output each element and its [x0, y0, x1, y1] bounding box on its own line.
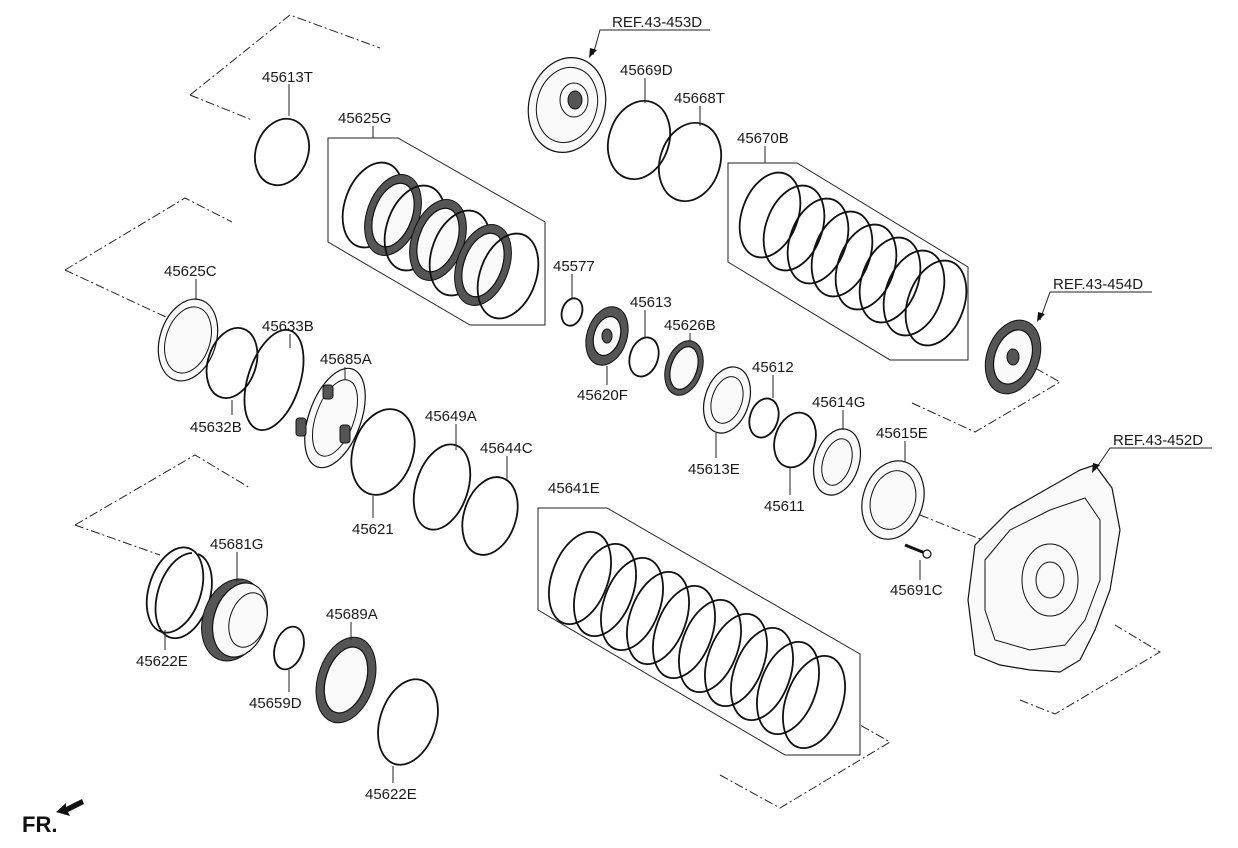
- label-45615E: 45615E: [876, 425, 928, 442]
- label-45649A: 45649A: [425, 408, 477, 425]
- part-45691C-bolt: [904, 543, 932, 559]
- part-45577: [560, 297, 584, 327]
- label-45612: 45612: [752, 359, 794, 376]
- label-45625G: 45625G: [338, 110, 391, 127]
- front-direction-indicator: FR.: [22, 799, 84, 837]
- part-45613E: [702, 366, 752, 434]
- label-45622E-upper: 45622E: [136, 653, 188, 670]
- part-45685A-spring-plate: [295, 367, 366, 469]
- label-45622E-lower: 45622E: [365, 786, 417, 803]
- part-45659D: [273, 625, 305, 671]
- part-45633B: [243, 328, 305, 432]
- part-45681G-drum: [201, 578, 268, 662]
- label-ref-454D: REF.43-454D: [1053, 276, 1143, 293]
- part-45625C: [157, 298, 219, 382]
- direction-arrow-icon: [56, 799, 84, 816]
- part-45615E: [861, 460, 925, 540]
- reference-outlines: [64, 14, 1161, 809]
- part-45620F: [585, 306, 629, 366]
- label-45625C: 45625C: [164, 263, 217, 280]
- label-ref-452D: REF.43-452D: [1113, 432, 1203, 449]
- group-boxes: [327, 137, 969, 756]
- part-45626B: [664, 340, 704, 396]
- label-ref-453D: REF.43-453D: [612, 14, 702, 31]
- label-45689A: 45689A: [326, 606, 378, 623]
- label-45670B: 45670B: [737, 130, 789, 147]
- label-45632B: 45632B: [190, 419, 242, 436]
- label-45691C: 45691C: [890, 582, 943, 599]
- part-45669D: [607, 99, 671, 181]
- part-45641E-clutch-pack: [548, 530, 846, 750]
- label-45611: 45611: [764, 498, 805, 515]
- part-45612: [748, 397, 780, 439]
- part-45621: [350, 408, 416, 496]
- label-45669D: 45669D: [620, 62, 673, 79]
- label-45577: 45577: [553, 258, 595, 275]
- label-45633B: 45633B: [262, 318, 314, 335]
- part-labels: 45613T 45625G REF.43-453D 45669D 45668T …: [136, 14, 1203, 803]
- part-45689A: [315, 636, 377, 724]
- part-45622E-lower: [377, 678, 439, 766]
- part-ref-454D-gear: [984, 319, 1042, 395]
- part-45614G: [812, 428, 862, 496]
- label-45685A: 45685A: [320, 351, 372, 368]
- part-45622E-upper: [145, 546, 213, 640]
- label-45613T: 45613T: [262, 69, 313, 86]
- label-45641E: 45641E: [548, 480, 600, 497]
- label-45620F: 45620F: [577, 387, 628, 404]
- label-45626B: 45626B: [664, 317, 716, 334]
- label-45668T: 45668T: [674, 90, 725, 107]
- label-45621: 45621: [352, 521, 394, 538]
- fr-label: FR.: [22, 812, 57, 837]
- part-ref-453D-pump: [527, 57, 607, 153]
- part-ref-452D-transaxle-case: [967, 464, 1121, 673]
- label-45681G: 45681G: [210, 536, 263, 553]
- part-45668T: [658, 121, 722, 203]
- label-45614G: 45614G: [812, 394, 865, 411]
- part-45613T: [254, 117, 310, 187]
- label-45613: 45613: [630, 294, 672, 311]
- part-45613: [628, 336, 660, 378]
- part-45644C: [461, 476, 519, 556]
- leader-lines: [164, 29, 1212, 783]
- part-45611: [773, 411, 817, 469]
- label-45659D: 45659D: [249, 695, 302, 712]
- part-45670B-clutch-pack: [738, 171, 968, 347]
- label-45644C: 45644C: [480, 440, 533, 457]
- label-45613E: 45613E: [688, 461, 740, 478]
- part-45625G-clutch-pack: [341, 161, 540, 320]
- part-45632B: [205, 327, 259, 399]
- part-45649A: [412, 443, 472, 531]
